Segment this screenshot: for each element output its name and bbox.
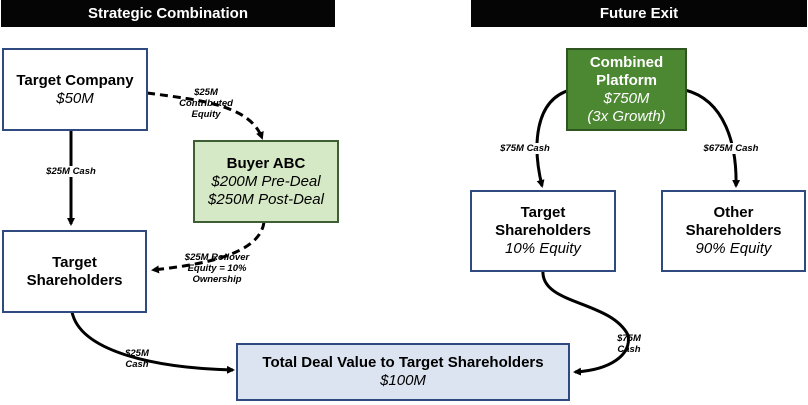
arrow-75m-to-deal xyxy=(541,269,630,376)
combined-platform-title2: Platform xyxy=(596,71,657,89)
label-75m-cash: $75M Cash xyxy=(490,143,560,154)
other-shareholders-title2: Shareholders xyxy=(685,222,782,239)
arrow-675m-cash xyxy=(684,88,741,188)
target-shareholders-right-title2: Shareholders xyxy=(495,222,591,239)
label-75m-cash-bottom: $75M Cash xyxy=(617,333,641,355)
arrow-75m-cash xyxy=(535,88,571,188)
header-strategic-combination: Strategic Combination xyxy=(1,0,335,27)
label-25m-cash-vertical: $25M Cash xyxy=(36,166,106,177)
total-deal-value-box: Total Deal Value to Target Shareholders … xyxy=(236,343,570,401)
target-shareholders-left-box: Target Shareholders xyxy=(2,230,147,313)
combined-platform-title1: Combined xyxy=(589,53,664,71)
target-shareholders-left-title2: Shareholders xyxy=(26,271,123,289)
combined-platform-growth: (3x Growth) xyxy=(587,107,666,125)
other-shareholders-title1: Other xyxy=(713,204,754,221)
combined-platform-box: Combined Platform $750M (3x Growth) xyxy=(566,48,687,131)
other-shareholders-box: Other Shareholders 90% Equity xyxy=(661,190,806,272)
buyer-abc-box: Buyer ABC $200M Pre-Deal $250M Post-Deal xyxy=(193,140,339,223)
target-shareholders-right-box: Target Shareholders 10% Equity xyxy=(470,190,616,272)
arrow-cash-to-deal xyxy=(70,311,235,374)
other-shareholders-equity: 90% Equity xyxy=(695,240,772,257)
label-675m-cash: $675M Cash xyxy=(693,143,769,154)
target-shareholders-right-title1: Target xyxy=(520,204,566,221)
label-contributed-equity: $25M Contributed Equity xyxy=(179,87,233,120)
label-25m-cash-bottom: $25M Cash xyxy=(125,348,149,370)
total-deal-value-title: Total Deal Value to Target Shareholders xyxy=(262,354,544,371)
total-deal-value-amount: $100M xyxy=(380,372,426,389)
header-future-exit: Future Exit xyxy=(471,0,807,27)
arrow-rollover-equity xyxy=(151,221,266,274)
target-company-title: Target Company xyxy=(16,71,134,89)
combined-platform-value: $750M xyxy=(603,89,650,107)
target-shareholders-right-equity: 10% Equity xyxy=(505,240,581,257)
buyer-abc-post-deal: $250M Post-Deal xyxy=(208,190,324,208)
buyer-abc-title: Buyer ABC xyxy=(226,154,306,172)
buyer-abc-pre-deal: $200M Pre-Deal xyxy=(211,172,321,190)
arrow-contributed-equity xyxy=(146,91,264,140)
target-shareholders-left-title: Target xyxy=(52,253,97,271)
label-rollover-equity: $25M Rollover Equity = 10% Ownership xyxy=(184,252,250,285)
target-company-box: Target Company $50M xyxy=(2,48,148,131)
target-company-value: $50M xyxy=(56,89,94,107)
